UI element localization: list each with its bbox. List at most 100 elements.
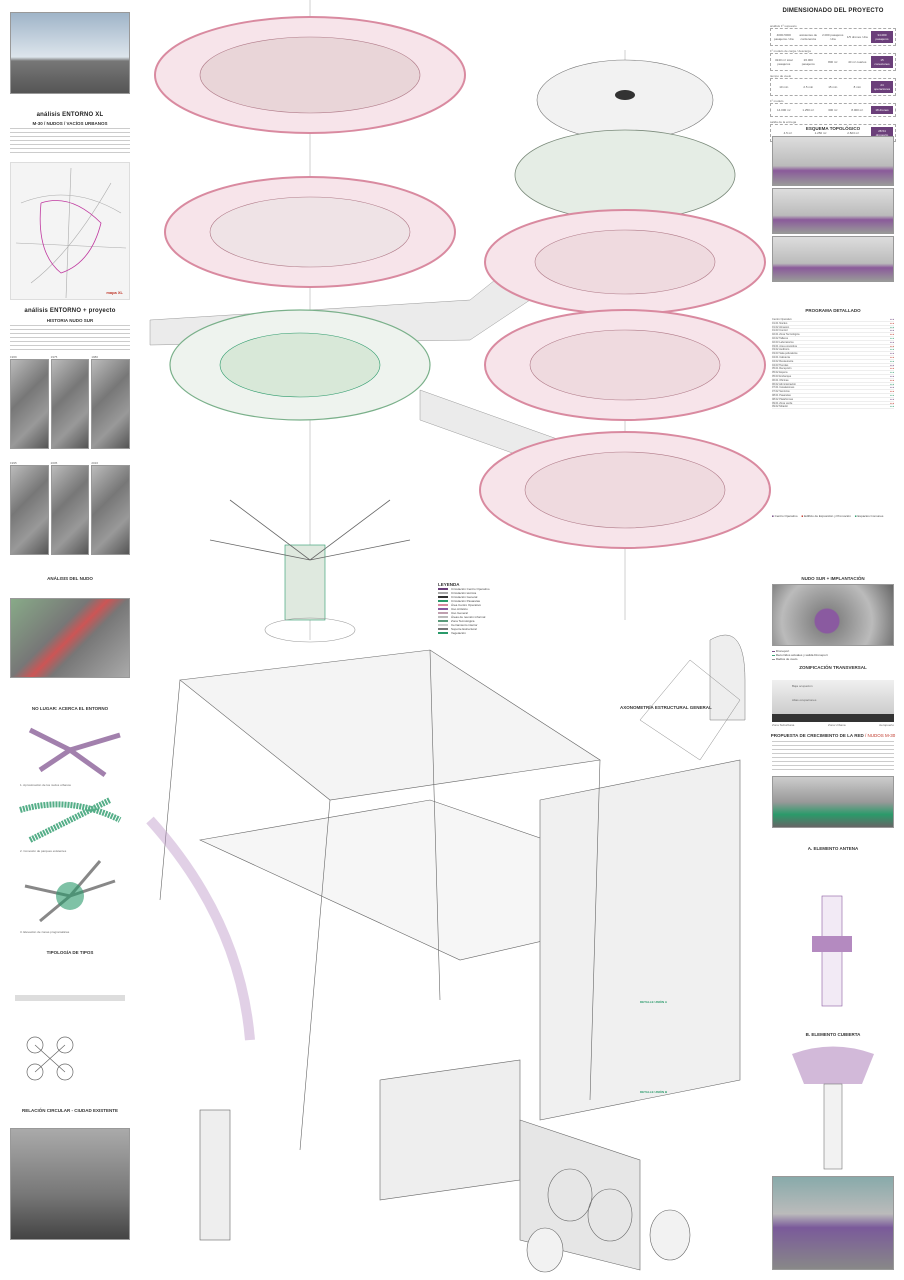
- implantation-photo: [772, 584, 894, 646]
- legend-item: Uso Artístico: [438, 607, 528, 611]
- map-label: mapa XL: [106, 290, 123, 295]
- program-row: 02.02 Talleres● ●: [772, 336, 894, 341]
- drone-typology: [10, 960, 130, 1090]
- result-box: 34.000 pasajeros: [871, 31, 893, 43]
- legend-item: Cerramiento interior: [438, 623, 528, 627]
- program-row: 04.02 Restaurante● ●: [772, 359, 894, 364]
- right-stack: [479, 59, 771, 549]
- program-row: 01.03 Control● ●: [772, 329, 894, 334]
- program-row: 01.02 Almacén● ●: [772, 325, 894, 330]
- city-photo: [10, 1128, 130, 1240]
- program-row: 02.03 Laboratorios● ●: [772, 340, 894, 345]
- zoning-diagram: Baja ocupación Altas ocupaciones: [772, 680, 894, 722]
- legend-item: Zona Tecnológica: [438, 619, 528, 623]
- program-row: Centro Operativo● ●: [772, 318, 894, 322]
- network-render: [772, 776, 894, 828]
- legend-item: Área Centro Operativo: [438, 603, 528, 607]
- program-row: 05.03 Embarque● ●: [772, 374, 894, 379]
- legend-item: Soporte Estructural: [438, 627, 528, 631]
- section-title: B. ELEMENTO CUBIERTA: [805, 1032, 861, 1037]
- program-row: 04.03 Tiendas● ●: [772, 363, 894, 368]
- legend-item: Áreas de reunión informal: [438, 615, 528, 619]
- legend-item: ▬ Radios de vuelo: [772, 657, 798, 661]
- program-table: Centro Operativo● ●01.01 Núcleo● ●01.02 …: [772, 318, 894, 410]
- legend-item: ▬ Droneport: [772, 649, 790, 653]
- legend-item: ■ Espacios Comunes: [854, 514, 884, 518]
- detail-a-label: DETALLE UNIÓN A: [640, 1000, 667, 1004]
- topology-render-2: [772, 188, 894, 234]
- left-stack: [154, 16, 466, 643]
- legend-item: Circulación General: [438, 595, 528, 599]
- legend-item: ■ Edificio de Exposición y Promoción: [801, 514, 851, 518]
- section-title: ANÁLISIS DEL NUDO: [47, 576, 93, 581]
- paragraph: [10, 325, 130, 353]
- section-subtitle: HISTORIA NUDO SUR: [46, 318, 94, 323]
- legend-item: Vegetación: [438, 631, 528, 635]
- paragraph: [10, 128, 130, 156]
- step-caption: 3. Elevación de zonas programáticas: [20, 930, 70, 934]
- result-box: 24 operaciones: [871, 81, 893, 93]
- antenna-diagram: [812, 895, 852, 1007]
- program-row: 05.01 Recepción● ●: [772, 367, 894, 372]
- program-row: 06.01 Oficinas● ●: [772, 378, 894, 383]
- legend-item: Circulación técnica: [438, 591, 528, 595]
- program-row: 09.01 Zona verde● ●: [772, 401, 894, 406]
- step-caption: 2. Conexión de parques existentes: [20, 849, 67, 853]
- diagram-1: [10, 720, 130, 780]
- program-row: 08.01 Pasarelas● ●: [772, 393, 894, 398]
- section-title: ESQUEMA TOPOLÓGICO: [805, 126, 861, 131]
- final-render: [772, 1176, 894, 1270]
- program-row: 02.01 Zona Tecnológica● ●: [772, 333, 894, 337]
- legend-item: Uso General: [438, 611, 528, 615]
- program-row: 09.02 Mirador● ●: [772, 405, 894, 410]
- implantation-legend: ▬ Droneport▬ Recorridos actuales y salid…: [772, 649, 894, 661]
- section-title: ZONIFICACIÓN TRANSVERSAL: [799, 665, 867, 670]
- section-title: NUDO SUR + IMPLANTACIÓN: [801, 576, 865, 581]
- legend-item: Circulación Pasarelas: [438, 599, 528, 603]
- program-row: 07.02 Servicios● ●: [772, 390, 894, 394]
- city-map: mapa XL: [10, 162, 130, 300]
- hero-render: [10, 12, 130, 94]
- structure-title: AXONOMETRÍA ESTRUCTURAL GENERAL: [620, 705, 712, 710]
- program-row: 06.02 Administración● ●: [772, 382, 894, 387]
- result-box: 18 drones: [871, 106, 893, 114]
- roof-diagram: [792, 1046, 874, 1170]
- program-row: 05.02 Espera● ●: [772, 371, 894, 375]
- program-row: 03.03 Sala polivalente● ●: [772, 352, 894, 356]
- section-title: PROGRAMA DETALLADO: [805, 308, 861, 313]
- topology-render-3: [772, 236, 894, 282]
- program-row: 01.01 Núcleo● ●: [772, 321, 894, 326]
- step-caption: 1. Aproximación de los nudos urbanos: [20, 783, 71, 787]
- section-title: análisis ENTORNO + proyecto: [24, 308, 116, 314]
- section-title: PROPUESTA DE CRECIMIENTO DE LA RED / NUD…: [770, 733, 896, 738]
- program-row: 03.02 Auditorio● ●: [772, 348, 894, 353]
- structural-axonometric: [146, 649, 741, 1273]
- section-title: TIPOLOGÍA DE TIPOS: [46, 950, 94, 955]
- legend-item: Circulación Centro Operativo: [438, 587, 528, 591]
- program-row: 07.01 Instalaciones● ●: [772, 386, 894, 391]
- section-title: RELACIÓN CIRCULAR - CIUDAD EXISTENTE: [21, 1108, 118, 1113]
- history-grid: 1969 1975 1980 1995 2005 2016: [10, 355, 130, 565]
- detail-b-label: DETALLE UNIÓN B: [640, 1090, 668, 1094]
- diagram-3: [10, 856, 130, 926]
- section-title: DIMENSIONADO DEL PROYECTO: [782, 8, 884, 14]
- section-subtitle: M-30 / NUDOS / VACÍOS URBANOS: [32, 121, 108, 126]
- topology-render-1: [772, 136, 894, 186]
- node-aerial: [10, 598, 130, 678]
- legend-item: ▬ Recorridos actuales y salida Droneport: [772, 653, 828, 657]
- program-row: 03.01 Área expositiva● ●: [772, 344, 894, 349]
- result-box: 15 conexiones: [871, 56, 893, 68]
- diagram-2: [10, 790, 130, 845]
- program-row: 04.01 Cafetería● ●: [772, 355, 894, 360]
- section-title: A. ELEMENTO ANTENA: [807, 846, 859, 851]
- program-row: 08.02 Plataformas● ●: [772, 397, 894, 402]
- section-title: NO LUGAR: ACERCA EL ENTORNO: [31, 706, 109, 711]
